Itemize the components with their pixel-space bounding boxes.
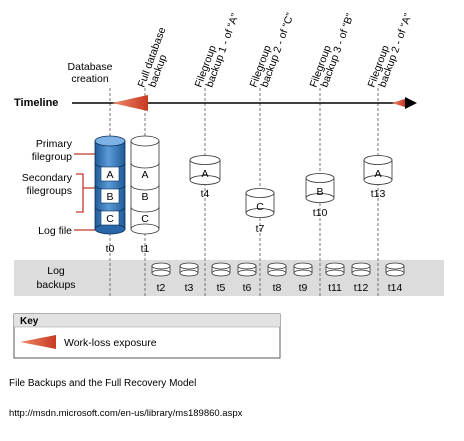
fg-backup-4-letter: A [374,168,381,180]
figure-caption: File Backups and the Full Recovery Model [9,378,197,389]
secondary-bracket [76,173,95,213]
work-loss-wedge-right [392,99,405,107]
fg-backup-2-time: t7 [256,223,265,235]
log-backup-t9 [293,262,313,277]
key-title: Key [20,316,39,327]
secondary-filegroups-label: Secondary [22,172,73,184]
fg-backup-3-time: t10 [313,207,328,219]
database-creation-label-2: creation [71,73,109,85]
full-fg-a: A [141,169,148,181]
log-backup-t5 [211,262,231,277]
db-fg-c: C [106,213,114,225]
log-time-t12: t12 [354,282,369,294]
db-fg-a: A [106,169,113,181]
log-backups-label: Log [47,265,65,277]
time-t0: t0 [106,243,115,255]
log-backup-t12 [351,262,371,277]
fg-backup-cylinder-2 [245,188,275,218]
log-backups-label-2: backups [36,279,75,291]
work-loss-wedge-left [112,95,148,111]
secondary-filegroups-label-2: filegroups [26,185,72,197]
key-work-loss-label: Work-loss exposure [64,337,157,349]
log-backup-t6 [237,262,257,277]
full-fg-c: C [141,213,149,225]
fg-backup-1-time: t4 [201,188,210,200]
label-connectors [74,153,95,231]
log-backup-t3 [179,262,199,277]
full-backup-stack [130,135,160,235]
file-backup-diagram: Log backups Database creation Full datab… [13,11,444,359]
fg-backup-3-letter: B [316,186,323,198]
log-backup-cylinders [151,262,405,277]
log-file-label: Log file [38,225,72,237]
log-time-t9: t9 [299,282,308,294]
primary-filegroup-label: Primary [36,138,73,150]
full-fg-b: B [141,191,148,203]
log-time-t3: t3 [185,282,194,294]
source-url: http://msdn.microsoft.com/en-us/library/… [9,408,243,419]
time-t1: t1 [141,243,150,255]
log-time-t5: t5 [217,282,226,294]
log-backup-t8 [267,262,287,277]
log-time-t11: t11 [328,282,342,294]
fg-backup-1-letter: A [201,168,208,180]
key-box: Key Work-loss exposure [13,313,281,359]
fg-backup-4-time: t13 [371,188,386,200]
database-creation-label: Database [68,61,113,73]
primary-filegroup-label-2: filegroup [32,151,72,163]
timeline-label: Timeline [14,97,58,109]
timeline-arrowhead [405,97,417,109]
log-time-t14: t14 [388,282,403,294]
log-backup-t2 [151,262,171,277]
fg-backup-cylinder-1 [189,155,221,185]
log-time-t8: t8 [273,282,282,294]
log-backup-t14 [385,262,405,277]
fg-backup-cylinder-4 [363,155,393,185]
fg-backup-cylinder-3 [305,173,335,203]
log-backup-t11 [325,262,345,277]
database-stack [94,135,126,235]
key-work-loss-icon [20,335,56,349]
log-time-t2: t2 [157,282,166,294]
fg-backup-2-letter: C [256,201,264,213]
log-time-t6: t6 [243,282,252,294]
db-fg-b: B [106,191,113,203]
